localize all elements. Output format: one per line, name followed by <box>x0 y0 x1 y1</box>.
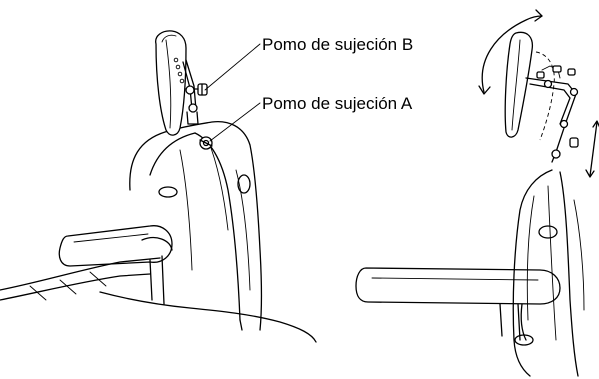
right-headrest <box>504 31 534 138</box>
left-backrest <box>129 120 263 331</box>
left-side-pad <box>158 186 178 198</box>
right-wheelchair-view <box>355 9 599 377</box>
alt-position-outline <box>535 51 555 141</box>
knob-a-label: Pomo de sujeción A <box>262 94 413 113</box>
knob-b <box>193 83 208 96</box>
left-wheelchair-view <box>0 30 317 343</box>
knob-b-label: Pomo de sujeción B <box>262 35 414 54</box>
leader-line-b <box>204 43 261 91</box>
leader-line-a <box>209 102 261 142</box>
left-headrest <box>155 30 187 136</box>
left-armrest <box>58 225 173 267</box>
knob-a <box>199 136 213 150</box>
right-headrest-bracket <box>525 77 577 163</box>
right-backrest <box>512 169 553 377</box>
right-armrest <box>355 267 561 305</box>
rotation-arrow <box>481 15 543 93</box>
height-arrow <box>589 121 598 177</box>
